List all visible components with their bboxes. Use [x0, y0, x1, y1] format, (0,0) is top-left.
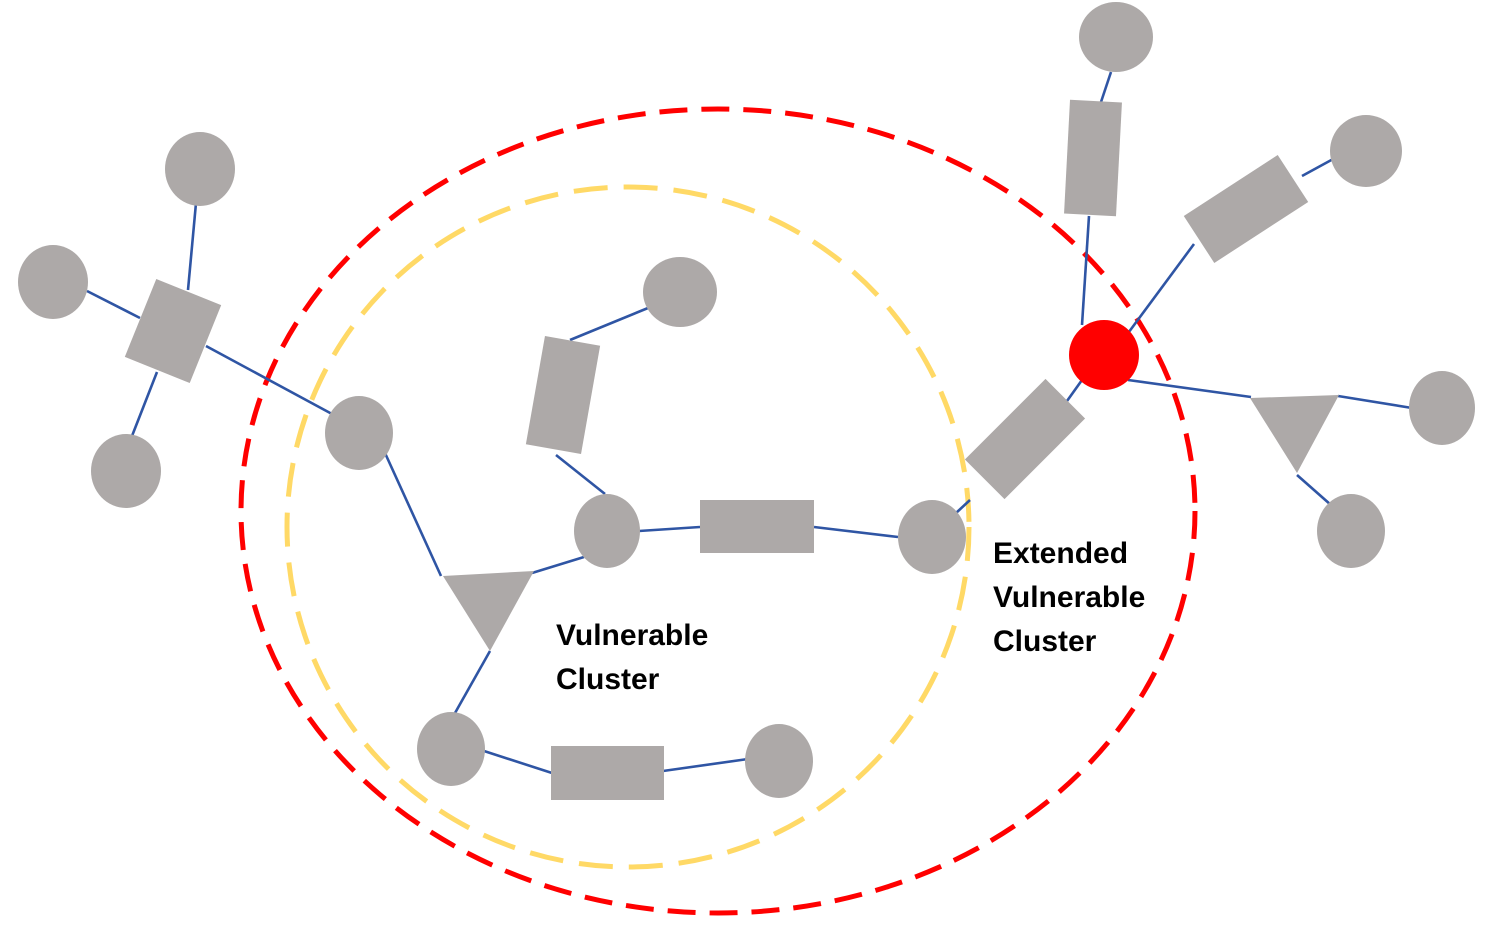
- extended-vulnerable-cluster-label: Extended Vulnerable Cluster: [993, 537, 1154, 658]
- node-circle: [1079, 2, 1153, 72]
- edge: [1080, 215, 1091, 326]
- node-circle: [643, 257, 717, 327]
- node-rectangle: [964, 378, 1086, 500]
- node-circle: [574, 494, 640, 568]
- node-circle: [417, 712, 485, 786]
- edge: [813, 525, 899, 539]
- node-rectangle: [124, 278, 222, 384]
- edge: [662, 757, 749, 773]
- edge: [186, 202, 198, 291]
- edge: [1337, 394, 1413, 410]
- node-circle: [1330, 115, 1402, 187]
- node-triangle: [1250, 395, 1339, 473]
- vulnerable-cluster-label-line1: Vulnerable: [556, 619, 708, 652]
- vulnerable-cluster-label-line2: Cluster: [556, 663, 660, 696]
- node-rectangle: [525, 335, 601, 455]
- node-rectangle: [700, 500, 814, 553]
- edge: [1296, 474, 1332, 506]
- node-circle: [1317, 494, 1385, 568]
- edge: [1127, 378, 1252, 399]
- rectangle-nodes: [124, 99, 1309, 800]
- edge: [130, 371, 159, 437]
- edge: [569, 306, 649, 342]
- edge: [531, 555, 585, 575]
- extended-cluster-label-line3: Cluster: [993, 625, 1097, 658]
- edge: [1065, 379, 1084, 402]
- extended-cluster-label-line2: Vulnerable: [993, 581, 1145, 614]
- extended-cluster-label-line1: Extended: [993, 537, 1128, 570]
- edge: [1121, 243, 1196, 341]
- edge: [555, 453, 606, 496]
- vulnerable-cluster-boundary: [284, 184, 972, 870]
- node-circle: [1409, 371, 1475, 445]
- node-triangle: [443, 571, 534, 651]
- node-rectangle: [551, 746, 664, 800]
- edge: [453, 650, 492, 714]
- edge: [483, 749, 553, 775]
- node-rectangle: [1183, 155, 1309, 263]
- extended-vulnerable-cluster-boundary: [238, 106, 1198, 916]
- edge: [955, 499, 971, 514]
- node-circle: [165, 132, 235, 206]
- edge: [1301, 156, 1336, 178]
- node-rectangle: [1064, 99, 1122, 217]
- triangle-nodes: [443, 395, 1339, 651]
- node-circle: [91, 434, 161, 508]
- critical-node: [1069, 320, 1139, 390]
- edge: [638, 525, 701, 533]
- node-circle: [18, 245, 88, 319]
- edge: [1099, 71, 1113, 103]
- node-circle: [325, 396, 393, 470]
- edge: [205, 344, 333, 416]
- edge: [383, 452, 443, 577]
- node-circle: [898, 500, 966, 574]
- circle-nodes: [18, 2, 1475, 798]
- vulnerable-cluster-label: Vulnerable Cluster: [556, 619, 717, 696]
- node-circle: [745, 724, 813, 798]
- edges: [86, 71, 1413, 775]
- edge: [86, 289, 141, 320]
